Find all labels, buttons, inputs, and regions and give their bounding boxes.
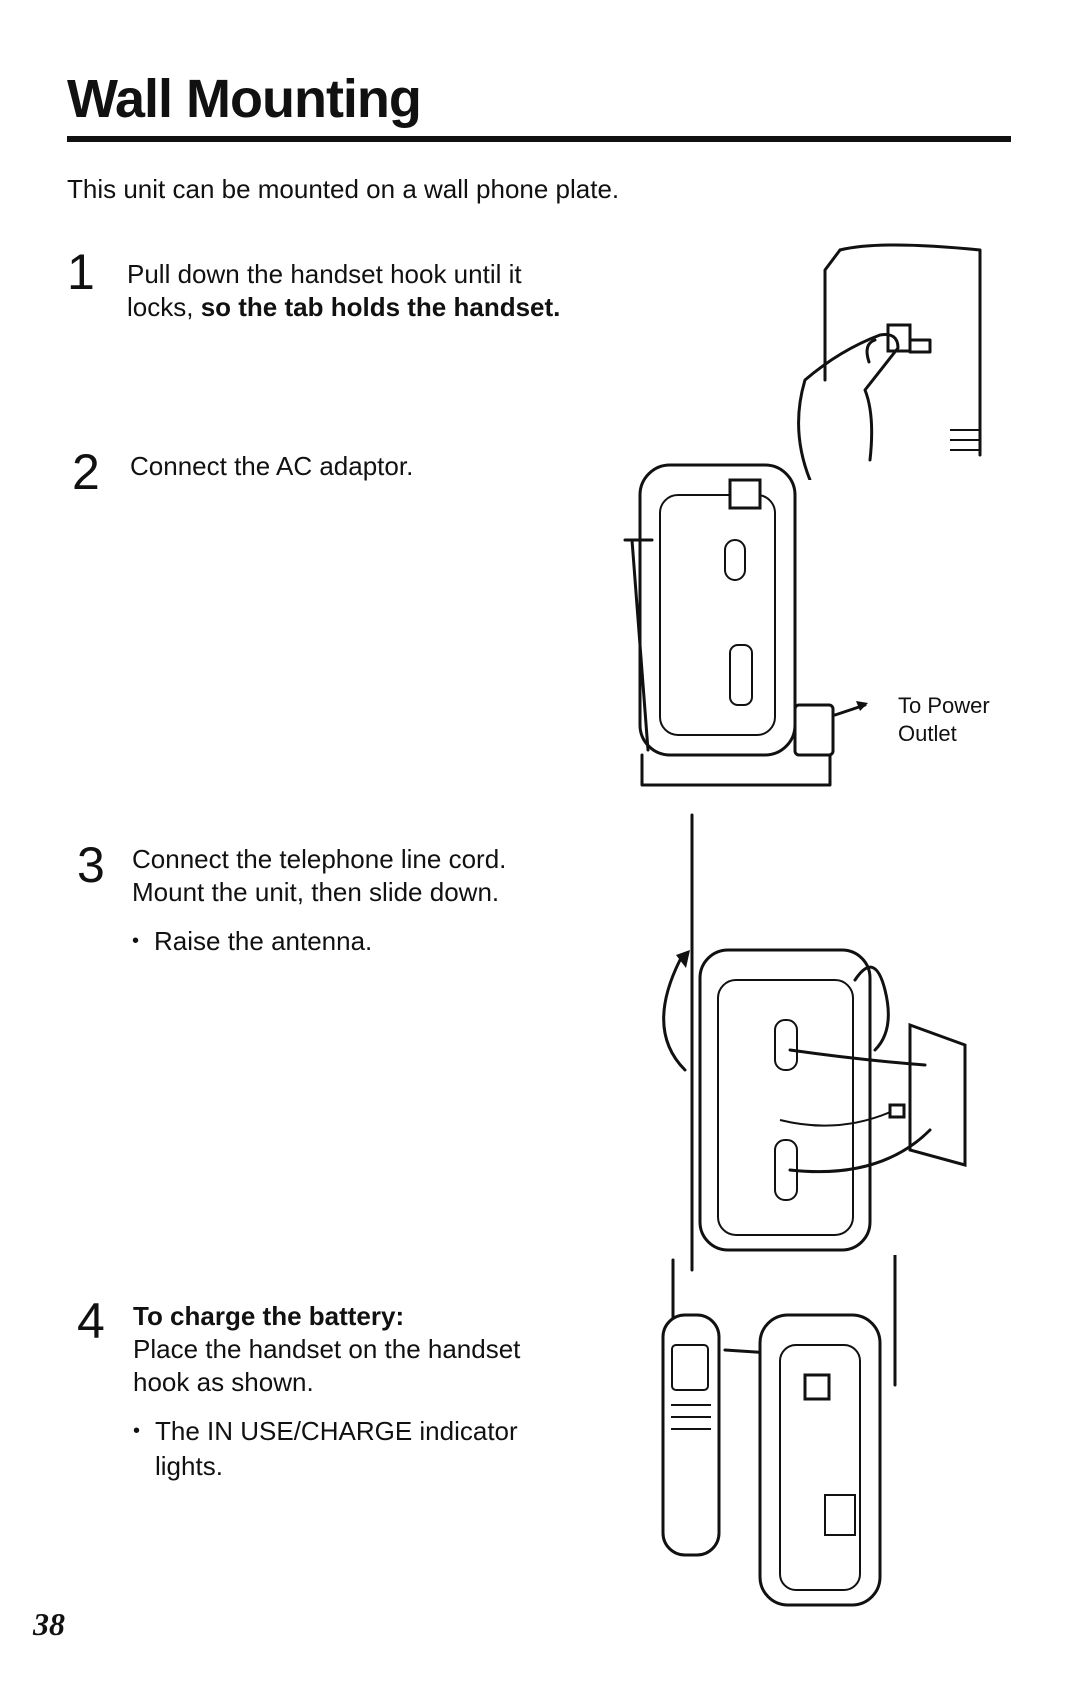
step-1-number: 1 [67,244,95,300]
modular-plug [888,1103,906,1119]
cordless-handset [661,1313,721,1557]
unit-outline [838,243,982,457]
unit-grille [950,429,980,451]
page-title: Wall Mounting [67,69,422,129]
mount-arrow-upper [788,1048,927,1067]
mount-arrow-lower [788,1128,932,1174]
handset-display [671,1344,709,1391]
antenna [630,538,650,752]
step-3-bullet: Raise the antenna. [132,924,372,959]
slot-upper [774,1019,798,1071]
step-3-line-1: Connect the telephone line cord. [132,844,507,874]
hand-icon [797,333,900,480]
wall-plate [908,1022,967,1167]
arrow-down-icon [865,338,877,364]
step-1-line-1: Pull down the handset hook until it [127,259,522,289]
intro-text: This unit can be mounted on a wall phone… [67,174,620,204]
hook-tab [908,338,932,354]
step-3-number: 3 [77,837,105,893]
step-3-line-2: Mount the unit, then slide down. [132,877,500,907]
step-4-heading: To charge the battery: [133,1301,405,1331]
step-4-number: 4 [77,1293,105,1349]
handset-keypad [671,1404,711,1430]
handset-hook-tab [803,1373,831,1401]
step-4-line-1: Place the handset on the handset [133,1334,521,1364]
page-number: 38 [33,1606,65,1642]
ac-adaptor-illustration [623,463,868,787]
indicator-panel [824,1494,856,1536]
mount-illustration [662,813,967,1272]
step-2-number: 2 [72,444,100,500]
arrow-head-icon [856,701,868,711]
rotate-arrow-icon [662,958,687,1072]
base-unit-panel [659,494,776,736]
step-2-text: Connect the AC adaptor. [130,451,414,481]
step-1-line-2: locks, so the tab holds the handset. [127,291,560,324]
mounted-base-unit [698,948,872,1252]
power-outlet-label-line-1: To Power [898,693,990,718]
ac-adaptor [793,703,835,757]
step-4-bullet-line-1: The IN USE/CHARGE indicator [155,1416,518,1446]
step-4-text: To charge the battery: Place the handset… [133,1300,520,1399]
step-3-text: Connect the telephone line cord. Mount t… [132,843,506,909]
unit-edge [823,248,842,382]
base-unit-back [638,463,797,757]
coiled-line-cord [853,965,890,1052]
step-4-line-2: hook as shown. [133,1367,314,1397]
mount-slot-2 [729,644,753,706]
mount-slot-1 [724,539,746,581]
charging-illustration [661,1255,897,1607]
title-rule [67,136,1011,142]
power-jack [728,478,762,510]
mounted-panel [717,979,854,1236]
step-4-bullet-line-2: lights. [155,1451,223,1481]
charging-panel [779,1344,861,1591]
handset-hook [886,323,912,353]
step-4-bullet: The IN USE/CHARGE indicator lights. [133,1414,518,1484]
power-outlet-label: To Power Outlet [898,692,990,748]
line-cord [779,1109,896,1127]
step-1-line-2-bold: so the tab holds the handset. [200,292,561,322]
step-1-text: Pull down the handset hook until it lock… [127,258,560,324]
rotate-arrow-head-icon [676,950,690,968]
step-1-line-2-plain: locks, [127,292,201,322]
hook-illustration [797,243,982,480]
power-outlet-label-line-2: Outlet [898,721,957,746]
charging-base [758,1313,882,1607]
adaptor-cord [640,743,832,787]
